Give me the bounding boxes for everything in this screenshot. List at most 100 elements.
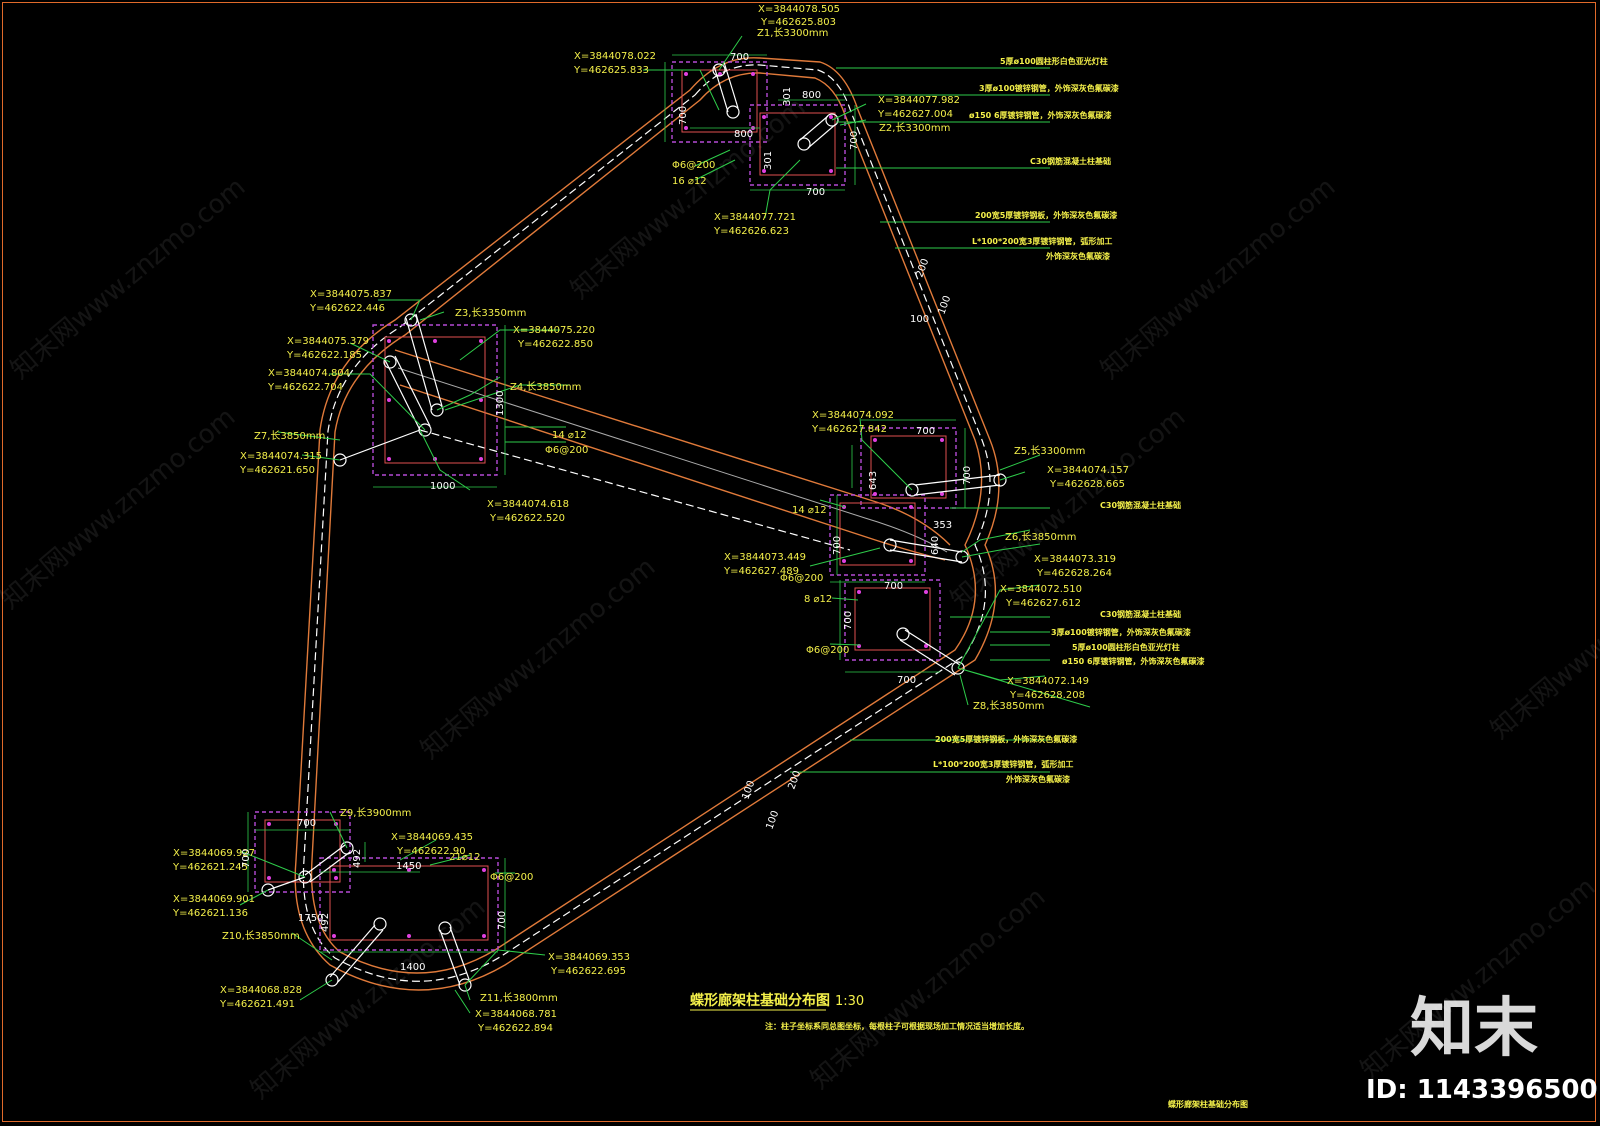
- coord-y: Y=462622.695: [550, 966, 626, 977]
- coord-x: X=3844078.022: [574, 51, 656, 62]
- watermark: 知末网www.znzmo.com: [5, 172, 251, 385]
- coord-x: X=3844073.449: [724, 552, 806, 563]
- coord-x: X=3844069.435: [391, 832, 473, 843]
- rebar-label: 14 ⌀12: [552, 430, 587, 441]
- column-label: Z10,长3850mm: [222, 930, 300, 942]
- svg-text:100: 100: [764, 809, 781, 831]
- svg-text:700: 700: [730, 52, 749, 63]
- column-z1-head: [712, 63, 726, 77]
- rebar-labels: 16 ⌀12 Φ6@200 14 ⌀12 Φ6@200 14 ⌀12 Φ6@20…: [449, 160, 849, 883]
- dimension-labels: 700 800 800 301 301 700 700 700 1000 130…: [241, 52, 973, 973]
- svg-text:1000: 1000: [430, 481, 455, 492]
- svg-text:700: 700: [806, 187, 825, 198]
- coord-y: Y=462626.623: [713, 226, 789, 237]
- svg-text:1400: 1400: [400, 962, 425, 973]
- material-note: 200宽5厚镀锌钢板，外饰深灰色氟碳漆: [975, 210, 1117, 220]
- column-label: Z11,长3800mm: [480, 992, 558, 1004]
- coordinate-labels: X=3844078.505 Y=462625.803 X=3844078.022…: [172, 4, 1129, 1034]
- coord-x: X=3844074.092: [812, 410, 894, 421]
- pad-z4: [372, 324, 498, 476]
- coord-x: X=3844077.982: [878, 95, 960, 106]
- coord-x: X=3844074.618: [487, 499, 569, 510]
- watermark: 知末网www.znzmo.com: [415, 552, 661, 765]
- material-note: 外饰深灰色氟碳漆: [1006, 774, 1070, 784]
- material-note: 5厚ø100圆柱形白色亚光灯柱: [1072, 642, 1180, 652]
- image-id: ID: 1143396500: [1366, 1075, 1598, 1105]
- column-z9-head: [298, 870, 312, 884]
- column-z10-head: [325, 973, 339, 987]
- stirrup-label: Φ6@200: [672, 160, 715, 171]
- column-z5-head: [993, 473, 1007, 487]
- dimension-lines: [247, 54, 966, 953]
- rebar-label: 21⌀12: [449, 852, 480, 863]
- walkway-inner-span: [394, 349, 951, 561]
- material-note: L*100*200宽3厚镀锌钢管，弧形加工: [933, 759, 1073, 769]
- coord-y: Y=462621.650: [239, 465, 315, 476]
- coord-y: Y=462627.612: [1005, 598, 1081, 609]
- column-z7-head: [333, 453, 347, 467]
- coord-y: Y=462628.208: [1009, 690, 1085, 701]
- svg-text:700: 700: [884, 581, 903, 592]
- column-label: Z4,长3850mm: [510, 381, 581, 393]
- column-label: Z8,长3850mm: [973, 700, 1044, 712]
- pad-z6: [829, 494, 926, 576]
- material-note: ø150 6厚镀锌钢管，外饰深灰色氟碳漆: [969, 110, 1112, 120]
- svg-text:700: 700: [916, 426, 935, 437]
- svg-text:301: 301: [782, 87, 793, 106]
- coord-x: X=3844074.804: [268, 368, 350, 379]
- svg-text:301: 301: [763, 151, 774, 170]
- svg-text:492: 492: [320, 913, 331, 932]
- stirrup-label: Φ6@200: [545, 445, 588, 456]
- pad-z5: [860, 427, 957, 509]
- material-note: 3厚ø100镀锌钢管，外饰深灰色氟碳漆: [979, 83, 1119, 93]
- svg-text:200: 200: [786, 769, 803, 791]
- brand-logo: 知末: [1410, 992, 1538, 1066]
- svg-text:100: 100: [910, 314, 929, 325]
- coord-x: X=3844075.220: [513, 325, 595, 336]
- coord-x: X=3844077.721: [714, 212, 796, 223]
- stirrup-label: Φ6@200: [806, 645, 849, 656]
- coord-y: Y=462622.90: [396, 846, 466, 857]
- svg-text:492: 492: [352, 849, 363, 868]
- coord-x: X=3844069.901: [173, 894, 255, 905]
- material-note: ø150 6厚镀锌钢管，外饰深灰色氟碳漆: [1062, 656, 1205, 666]
- coord-x: X=3844075.379: [287, 336, 369, 347]
- coord-y: Y=462627.489: [723, 566, 799, 577]
- watermark: 知末网www.znzmo.com: [1095, 172, 1341, 385]
- material-notes: 5厚ø100圆柱形白色亚光灯柱 3厚ø100镀锌钢管，外饰深灰色氟碳漆 ø150…: [933, 56, 1205, 784]
- svg-text:700: 700: [897, 675, 916, 686]
- coord-x: X=3844072.510: [1000, 584, 1082, 595]
- material-note: 200宽5厚镀锌钢板，外饰深灰色氟碳漆: [935, 734, 1077, 744]
- columns: [261, 61, 1007, 992]
- material-note: C30钢筋混凝土柱基础: [1030, 156, 1111, 166]
- column-label: Z7,长3850mm: [254, 430, 325, 442]
- column-z4-head: [383, 355, 397, 369]
- column-z3-head: [404, 313, 418, 327]
- watermark: 知末网www.znzmo.com: [0, 402, 241, 615]
- svg-text:700: 700: [843, 611, 854, 630]
- coord-x: X=3844074.315: [240, 451, 322, 462]
- drawing-note: 注：柱子坐标系同总图坐标，每根柱子可根据现场加工情况适当增加长度。: [765, 1021, 1029, 1031]
- drawing-title: 蝶形廊架柱基础分布图: [690, 992, 830, 1009]
- svg-text:800: 800: [734, 129, 753, 140]
- svg-text:700: 700: [241, 849, 252, 868]
- svg-text:1750: 1750: [298, 913, 323, 924]
- rebar-label: 14 ⌀12: [792, 505, 827, 516]
- svg-text:800: 800: [802, 90, 821, 101]
- stirrup-label: Φ6@200: [780, 573, 823, 584]
- svg-text:353: 353: [933, 520, 952, 531]
- rebar-label: 16 ⌀12: [672, 176, 707, 187]
- column-label: Z3,长3350mm: [455, 307, 526, 319]
- column-z8-head: [951, 661, 965, 675]
- coord-y: Y=462622.185: [286, 350, 362, 361]
- coord-x: X=3844069.353: [548, 952, 630, 963]
- coord-y: Y=462622.894: [477, 1023, 553, 1034]
- coord-y: Y=462628.264: [1036, 568, 1112, 579]
- coord-x: X=3844073.319: [1034, 554, 1116, 565]
- column-label: Z1,长3300mm: [757, 27, 828, 39]
- material-note: C30钢筋混凝土柱基础: [1100, 500, 1181, 510]
- material-note: 外饰深灰色氟碳漆: [1046, 251, 1110, 261]
- column-labels: Z1,长3300mm Z2,长3300mm Z3,长3350mm Z4,长385…: [222, 27, 1085, 1004]
- sheet-label: 蝶形廊架柱基础分布图: [1168, 1099, 1248, 1109]
- svg-text:1450: 1450: [396, 861, 421, 872]
